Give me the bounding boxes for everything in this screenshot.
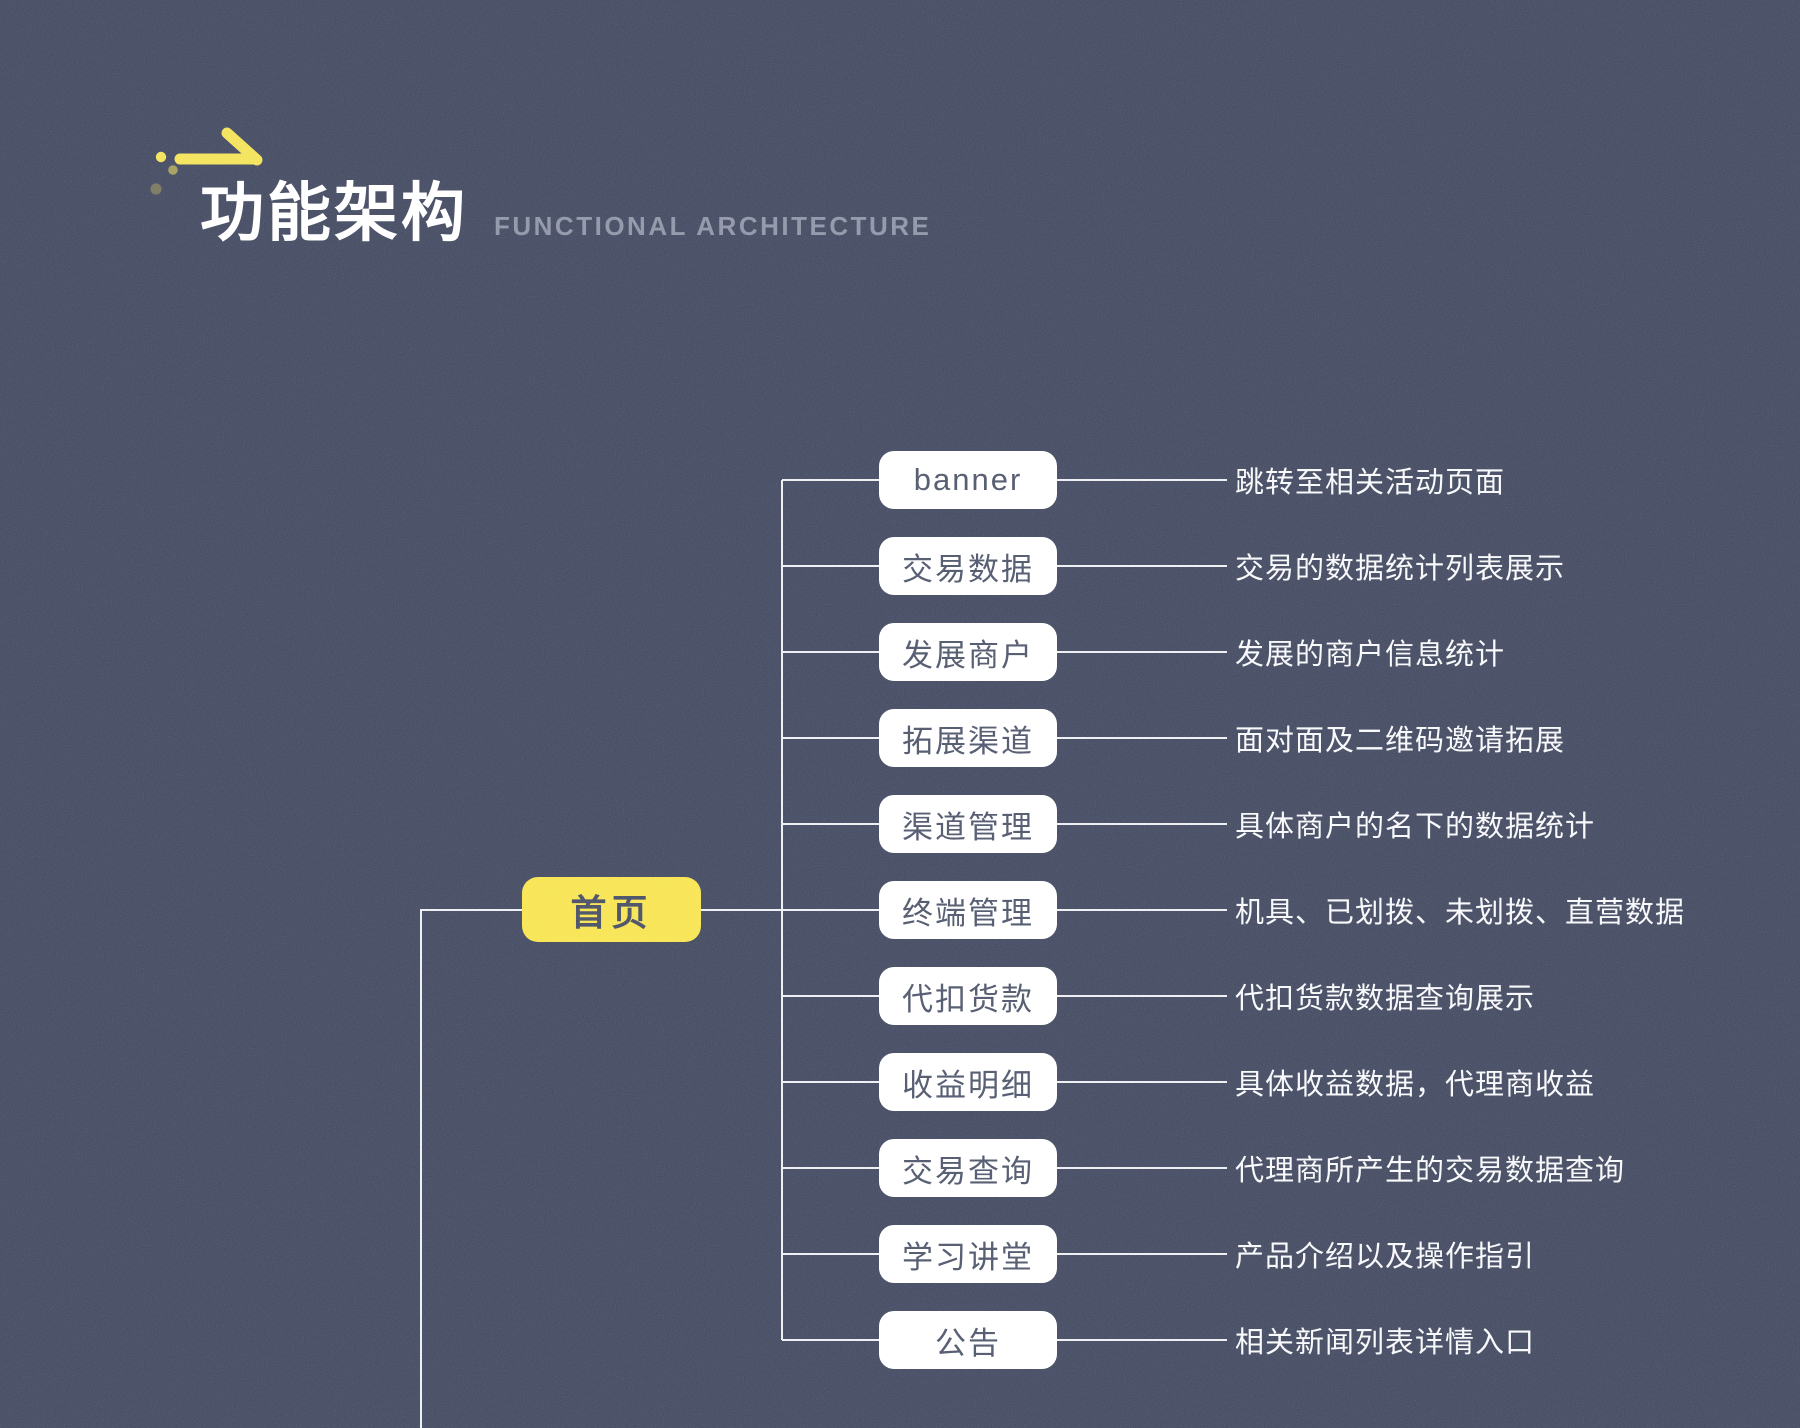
branch-node: 收益明细 bbox=[879, 1053, 1057, 1111]
branch-line bbox=[782, 565, 879, 567]
branch-description: 具体商户的名下的数据统计 bbox=[1235, 811, 1596, 843]
branch-row: 代扣货款 代扣货款数据查询展示 bbox=[782, 967, 1685, 1025]
branch-node: 学习讲堂 bbox=[879, 1225, 1057, 1283]
root-node-home: 首页 bbox=[522, 877, 701, 942]
branch-node-label: 拓展渠道 bbox=[902, 723, 1034, 759]
branch-line bbox=[782, 1253, 879, 1255]
branch-connector-line bbox=[1057, 823, 1227, 825]
branch-node-label: 公告 bbox=[935, 1325, 1001, 1361]
branch-row: 收益明细 具体收益数据，代理商收益 bbox=[782, 1053, 1685, 1111]
branch-description: 交易的数据统计列表展示 bbox=[1235, 553, 1566, 585]
branch-connector-line bbox=[1057, 909, 1227, 911]
branch-connector-line bbox=[1057, 1081, 1227, 1083]
branch-node-label: 发展商户 bbox=[902, 637, 1034, 673]
branch-row: 终端管理 机具、已划拨、未划拨、直营数据 bbox=[782, 881, 1685, 939]
branch-line bbox=[782, 995, 879, 997]
branch-node: 交易数据 bbox=[879, 537, 1057, 595]
branch-description: 发展的商户信息统计 bbox=[1235, 639, 1506, 671]
branch-line bbox=[782, 823, 879, 825]
branch-row: 渠道管理 具体商户的名下的数据统计 bbox=[782, 795, 1685, 853]
branch-row: 交易查询 代理商所产生的交易数据查询 bbox=[782, 1139, 1685, 1197]
trail-dots-icon bbox=[150, 151, 178, 195]
branch-line bbox=[782, 1081, 879, 1083]
branch-node: 交易查询 bbox=[879, 1139, 1057, 1197]
branch-row: 发展商户 发展的商户信息统计 bbox=[782, 623, 1685, 681]
branch-connector-line bbox=[1057, 1253, 1227, 1255]
branch-row: banner 跳转至相关活动页面 bbox=[782, 451, 1685, 509]
branch-row: 交易数据 交易的数据统计列表展示 bbox=[782, 537, 1685, 595]
branch-node-label: 交易查询 bbox=[902, 1153, 1034, 1189]
header: 功能架构 FUNCTIONAL ARCHITECTURE bbox=[200, 181, 931, 245]
branch-node: 拓展渠道 bbox=[879, 709, 1057, 767]
page-subtitle: FUNCTIONAL ARCHITECTURE bbox=[494, 211, 932, 241]
branch-description: 代扣货款数据查询展示 bbox=[1235, 983, 1536, 1015]
branch-description: 产品介绍以及操作指引 bbox=[1235, 1241, 1536, 1273]
branch-line bbox=[782, 737, 879, 739]
branch-node-label: 收益明细 bbox=[902, 1067, 1034, 1103]
branch-node: 代扣货款 bbox=[879, 967, 1057, 1025]
branch-node-label: 代扣货款 bbox=[902, 981, 1034, 1017]
branch-rows: banner 跳转至相关活动页面 交易数据 交易的数据统计列表展示 发展商户 发… bbox=[782, 451, 1685, 1397]
branch-connector-line bbox=[1057, 995, 1227, 997]
branch-description: 机具、已划拨、未划拨、直营数据 bbox=[1235, 897, 1686, 929]
branch-description: 具体收益数据，代理商收益 bbox=[1235, 1069, 1596, 1101]
branch-connector-line bbox=[1057, 1339, 1227, 1341]
root-continuation-line bbox=[420, 909, 422, 1428]
branch-line bbox=[782, 909, 879, 911]
branch-connector-line bbox=[1057, 1167, 1227, 1169]
branch-description: 跳转至相关活动页面 bbox=[1235, 467, 1506, 499]
branch-node: 发展商户 bbox=[879, 623, 1057, 681]
branch-row: 学习讲堂 产品介绍以及操作指引 bbox=[782, 1225, 1685, 1283]
branch-line bbox=[782, 1339, 879, 1341]
branch-connector-line bbox=[1057, 565, 1227, 567]
branch-connector-line bbox=[1057, 651, 1227, 653]
branch-description: 代理商所产生的交易数据查询 bbox=[1235, 1155, 1626, 1187]
branch-line bbox=[782, 651, 879, 653]
branch-node-label: 终端管理 bbox=[902, 895, 1034, 931]
page-title: 功能架构 bbox=[200, 177, 468, 249]
branch-node-label: 交易数据 bbox=[902, 551, 1034, 587]
branch-node: 公告 bbox=[879, 1311, 1057, 1369]
branch-connector-line bbox=[1057, 737, 1227, 739]
branch-node-label: banner bbox=[913, 462, 1023, 497]
branch-node-label: 学习讲堂 bbox=[902, 1239, 1034, 1275]
branch-line bbox=[782, 479, 879, 481]
root-node-label: 首页 bbox=[570, 891, 653, 933]
branch-row: 公告 相关新闻列表详情入口 bbox=[782, 1311, 1685, 1369]
branch-node: 终端管理 bbox=[879, 881, 1057, 939]
branch-node-label: 渠道管理 bbox=[902, 809, 1034, 845]
branch-row: 拓展渠道 面对面及二维码邀请拓展 bbox=[782, 709, 1685, 767]
branch-node: 渠道管理 bbox=[879, 795, 1057, 853]
branch-node: banner bbox=[879, 451, 1057, 509]
branch-description: 相关新闻列表详情入口 bbox=[1235, 1327, 1536, 1359]
branch-description: 面对面及二维码邀请拓展 bbox=[1235, 725, 1566, 757]
branch-line bbox=[782, 1167, 879, 1169]
branch-connector-line bbox=[1057, 479, 1227, 481]
